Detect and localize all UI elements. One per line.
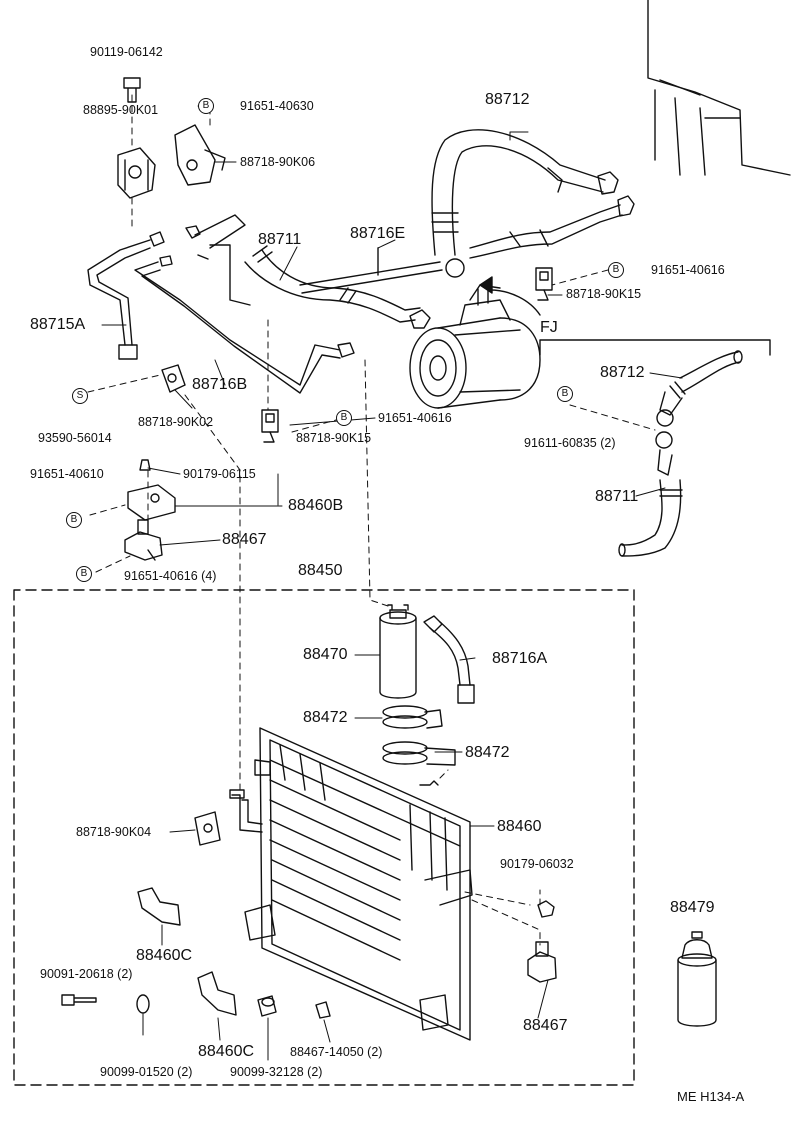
label-88460C-b: 88460C — [198, 1043, 255, 1060]
compressor — [409, 284, 541, 409]
bolt-b-icon: B — [557, 386, 573, 402]
label-88712-right: 88712 — [600, 364, 645, 381]
fj-hose-88712 — [656, 350, 743, 427]
bolt-90091-20618 — [61, 994, 97, 1006]
discharge-pipe — [469, 195, 635, 259]
diagram-code: ME H134-A — [677, 1089, 745, 1104]
label-90179-06032: 90179-06032 — [500, 857, 574, 871]
label-88715A: 88715A — [30, 316, 86, 333]
switch-88467-left — [124, 519, 163, 561]
label-91611-60835: 91611-60835 (2) — [524, 436, 616, 450]
label-90119-06142: 90119-06142 — [90, 45, 163, 59]
alignment-lines — [87, 94, 656, 946]
label-90099-32128: 90099-32128 (2) — [230, 1065, 323, 1079]
pipe-88716A — [423, 615, 475, 704]
label-88460C-a: 88460C — [136, 947, 193, 964]
label-88716E: 88716E — [350, 225, 406, 242]
label-90091-20618: 90091-20618 (2) — [40, 967, 133, 981]
label-93590-56014: 93590-56014 — [38, 431, 112, 445]
label-91651-40616-4: 91651-40616 (4) — [124, 569, 217, 583]
label-88712-top: 88712 — [485, 91, 530, 108]
bracket-88718-90K02 — [161, 364, 186, 393]
label-90179-06115: 90179-06115 — [183, 467, 256, 481]
label-91651-40610: 91651-40610 — [30, 467, 104, 481]
bolt-90119-06142 — [123, 77, 141, 103]
discharge-hose-88711 — [244, 245, 431, 329]
fj-hose-88711 — [618, 431, 683, 557]
bracket-88718-90K15-b — [261, 409, 279, 443]
bracket-88460B — [127, 459, 176, 521]
label-88460: 88460 — [497, 818, 542, 835]
bolt-b-icon: B — [198, 98, 214, 114]
engine-bay-outline — [647, 0, 791, 176]
bolt-b-icon: B — [66, 512, 82, 528]
label-88467-left: 88467 — [222, 531, 267, 548]
bolt-b-icon: B — [76, 566, 92, 582]
label-88716B: 88716B — [192, 376, 248, 393]
bolt-small — [419, 780, 439, 786]
label-88467-right: 88467 — [523, 1017, 568, 1034]
bolt-b-icon: B — [336, 410, 352, 426]
label-fj: FJ — [540, 319, 558, 336]
label-91651-40616-b: 91651-40616 — [378, 411, 452, 425]
label-88718-90K15-b: 88718-90K15 — [296, 431, 372, 445]
bolt-b-icon: B — [608, 262, 624, 278]
bracket-88472-a — [382, 705, 443, 729]
leader-lines — [101, 131, 683, 1061]
label-88716A: 88716A — [492, 650, 548, 667]
flow-arrow — [479, 276, 541, 316]
label-88479: 88479 — [670, 899, 715, 916]
bracket-88460C-b — [197, 971, 237, 1016]
fj-variant-bracket — [539, 339, 771, 356]
receiver-88479 — [677, 931, 717, 1027]
switch-88467-right — [527, 900, 557, 983]
liquid-pipes — [87, 214, 355, 394]
label-88718-90K02: 88718-90K02 — [138, 415, 214, 429]
label-88472-b: 88472 — [465, 744, 510, 761]
bracket-88718-90K15-a — [535, 267, 553, 301]
label-90099-01520: 90099-01520 (2) — [100, 1065, 193, 1079]
label-88718-90K04: 88718-90K04 — [76, 825, 152, 839]
bracket-88472-b — [382, 741, 456, 766]
pipe-88716E — [299, 247, 443, 294]
label-88711-top: 88711 — [258, 231, 302, 248]
suction-hose-88712 — [431, 129, 619, 278]
label-88472-a: 88472 — [303, 709, 348, 726]
label-88467-14050: 88467-14050 (2) — [290, 1045, 383, 1059]
cushion-88467-14050 — [315, 1001, 331, 1019]
condenser-assembly-box — [13, 589, 635, 1086]
bracket-88718-90K06 — [174, 124, 226, 186]
label-91651-40630: 91651-40630 — [240, 99, 314, 113]
bolt-s-icon: S — [72, 388, 88, 404]
label-88470: 88470 — [303, 646, 348, 663]
bracket-88718-90K04 — [194, 789, 263, 846]
clamp-88895-90K01 — [117, 147, 156, 199]
label-91651-40616-a: 91651-40616 — [651, 263, 725, 277]
receiver-88470 — [379, 604, 417, 699]
label-88460B: 88460B — [288, 497, 344, 514]
label-88895-90K01: 88895-90K01 — [83, 103, 159, 117]
label-88450: 88450 — [298, 562, 343, 579]
label-88718-90K15-a: 88718-90K15 — [566, 287, 642, 301]
label-88718-90K06: 88718-90K06 — [240, 155, 316, 169]
bracket-88460C-a — [137, 887, 181, 926]
grommet-90099-32128 — [257, 995, 277, 1017]
condenser-88460 — [244, 727, 473, 1041]
washer-90099-01520 — [136, 994, 150, 1014]
label-88711-right: 88711 — [595, 488, 639, 505]
